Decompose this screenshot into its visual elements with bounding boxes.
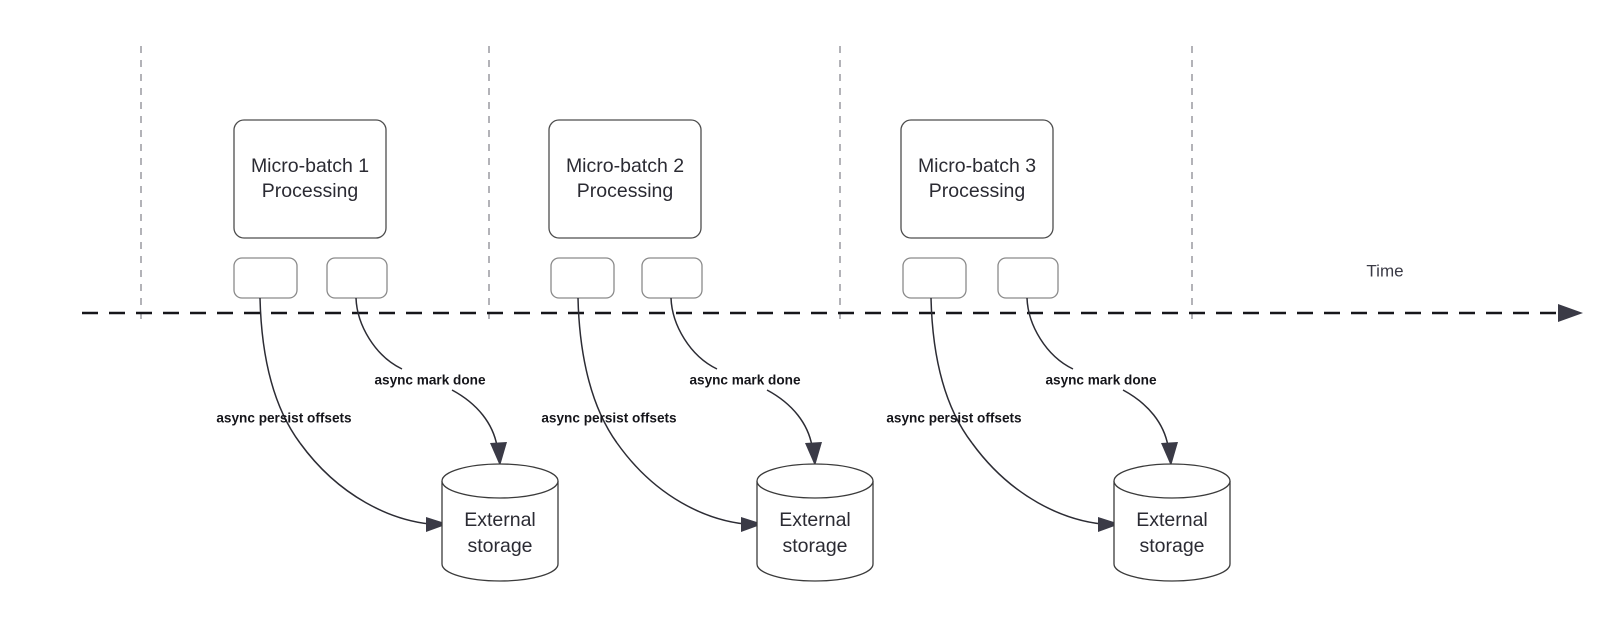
micro-batch-2-persist-offsets-label: async persist offsets <box>541 411 676 426</box>
micro-batch-1-markdone-task-box[interactable] <box>326 257 388 299</box>
micro-batch-group-2: Micro-batch 2 Processing async mark done… <box>541 119 874 582</box>
external-storage-2-label-line1: External <box>779 509 851 531</box>
external-storage-3-body <box>1113 481 1231 582</box>
micro-batch-2-persist-curve-tail <box>616 442 746 525</box>
micro-batch-2-label-line1: Micro-batch 2 <box>566 155 684 177</box>
external-storage-1-top <box>441 463 559 499</box>
micro-batch-2-label-line2: Processing <box>577 180 673 202</box>
external-storage-1-label-line2: storage <box>467 535 532 557</box>
external-storage-2[interactable]: External storage <box>756 463 874 582</box>
micro-batch-group-3: Micro-batch 3 Processing async mark done… <box>886 119 1231 582</box>
micro-batch-1-persist-task-box[interactable] <box>233 257 298 299</box>
micro-batch-group-1: Micro-batch 1 Processing async mark done… <box>216 119 559 582</box>
micro-batch-3-persist-curve-tail <box>971 442 1103 525</box>
external-storage-2-top <box>756 463 874 499</box>
external-storage-3-label-line1: External <box>1136 509 1208 531</box>
micro-batch-2-markdone-arrowhead <box>805 442 822 466</box>
external-storage-3-label-line2: storage <box>1139 535 1204 557</box>
micro-batch-1-mark-done-label: async mark done <box>374 373 486 388</box>
micro-batch-2-markdone-curve <box>670 297 718 370</box>
micro-batch-3-markdone-task-box[interactable] <box>997 257 1059 299</box>
time-axis: Time <box>82 261 1583 322</box>
micro-batch-1-persist-arrowhead <box>426 517 448 532</box>
micro-batch-3-persist-curve <box>930 297 973 444</box>
micro-batch-1-persist-curve <box>259 297 301 444</box>
micro-batch-3-persist-offsets-label: async persist offsets <box>886 411 1021 426</box>
external-storage-3-top <box>1113 463 1231 499</box>
micro-batch-2-markdone-curve-tail <box>766 389 813 447</box>
external-storage-1[interactable]: External storage <box>441 463 559 582</box>
external-storage-1-label-line1: External <box>464 509 536 531</box>
micro-batch-2-mark-done-label: async mark done <box>689 373 801 388</box>
micro-batch-3-markdone-arrowhead <box>1161 442 1178 466</box>
micro-batch-3-label-line2: Processing <box>929 180 1025 202</box>
external-storage-2-label-line2: storage <box>782 535 847 557</box>
micro-batch-2-markdone-task-box[interactable] <box>641 257 703 299</box>
micro-batch-3-markdone-curve-tail <box>1122 389 1169 447</box>
micro-batch-1-markdone-curve <box>355 297 403 370</box>
micro-batch-3-persist-arrowhead <box>1098 517 1120 532</box>
micro-batch-1-persist-offsets-label: async persist offsets <box>216 411 351 426</box>
micro-batch-2-persist-curve <box>577 297 618 444</box>
external-storage-1-body <box>441 481 559 582</box>
micro-batch-3-persist-task-box[interactable] <box>902 257 967 299</box>
micro-batch-3-box[interactable] <box>900 119 1054 239</box>
micro-batch-3-mark-done-label: async mark done <box>1045 373 1157 388</box>
micro-batch-1-label-line1: Micro-batch 1 <box>251 155 369 177</box>
micro-batch-2-persist-arrowhead <box>741 517 763 532</box>
external-storage-2-body <box>756 481 874 582</box>
micro-batch-1-label-line2: Processing <box>262 180 358 202</box>
time-axis-label: Time <box>1366 261 1403 280</box>
external-storage-3[interactable]: External storage <box>1113 463 1231 582</box>
time-axis-arrowhead <box>1558 304 1583 322</box>
micro-batch-1-box[interactable] <box>233 119 387 239</box>
micro-batch-3-markdone-curve <box>1026 297 1074 370</box>
micro-batch-2-box[interactable] <box>548 119 702 239</box>
micro-batch-2-persist-task-box[interactable] <box>550 257 615 299</box>
micro-batch-1-markdone-arrowhead <box>490 442 507 466</box>
micro-batch-1-persist-curve-tail <box>299 442 431 525</box>
batch-boundary-ticks <box>140 46 1193 322</box>
micro-batch-1-markdone-curve-tail <box>451 389 498 447</box>
micro-batch-3-label-line1: Micro-batch 3 <box>918 155 1036 177</box>
